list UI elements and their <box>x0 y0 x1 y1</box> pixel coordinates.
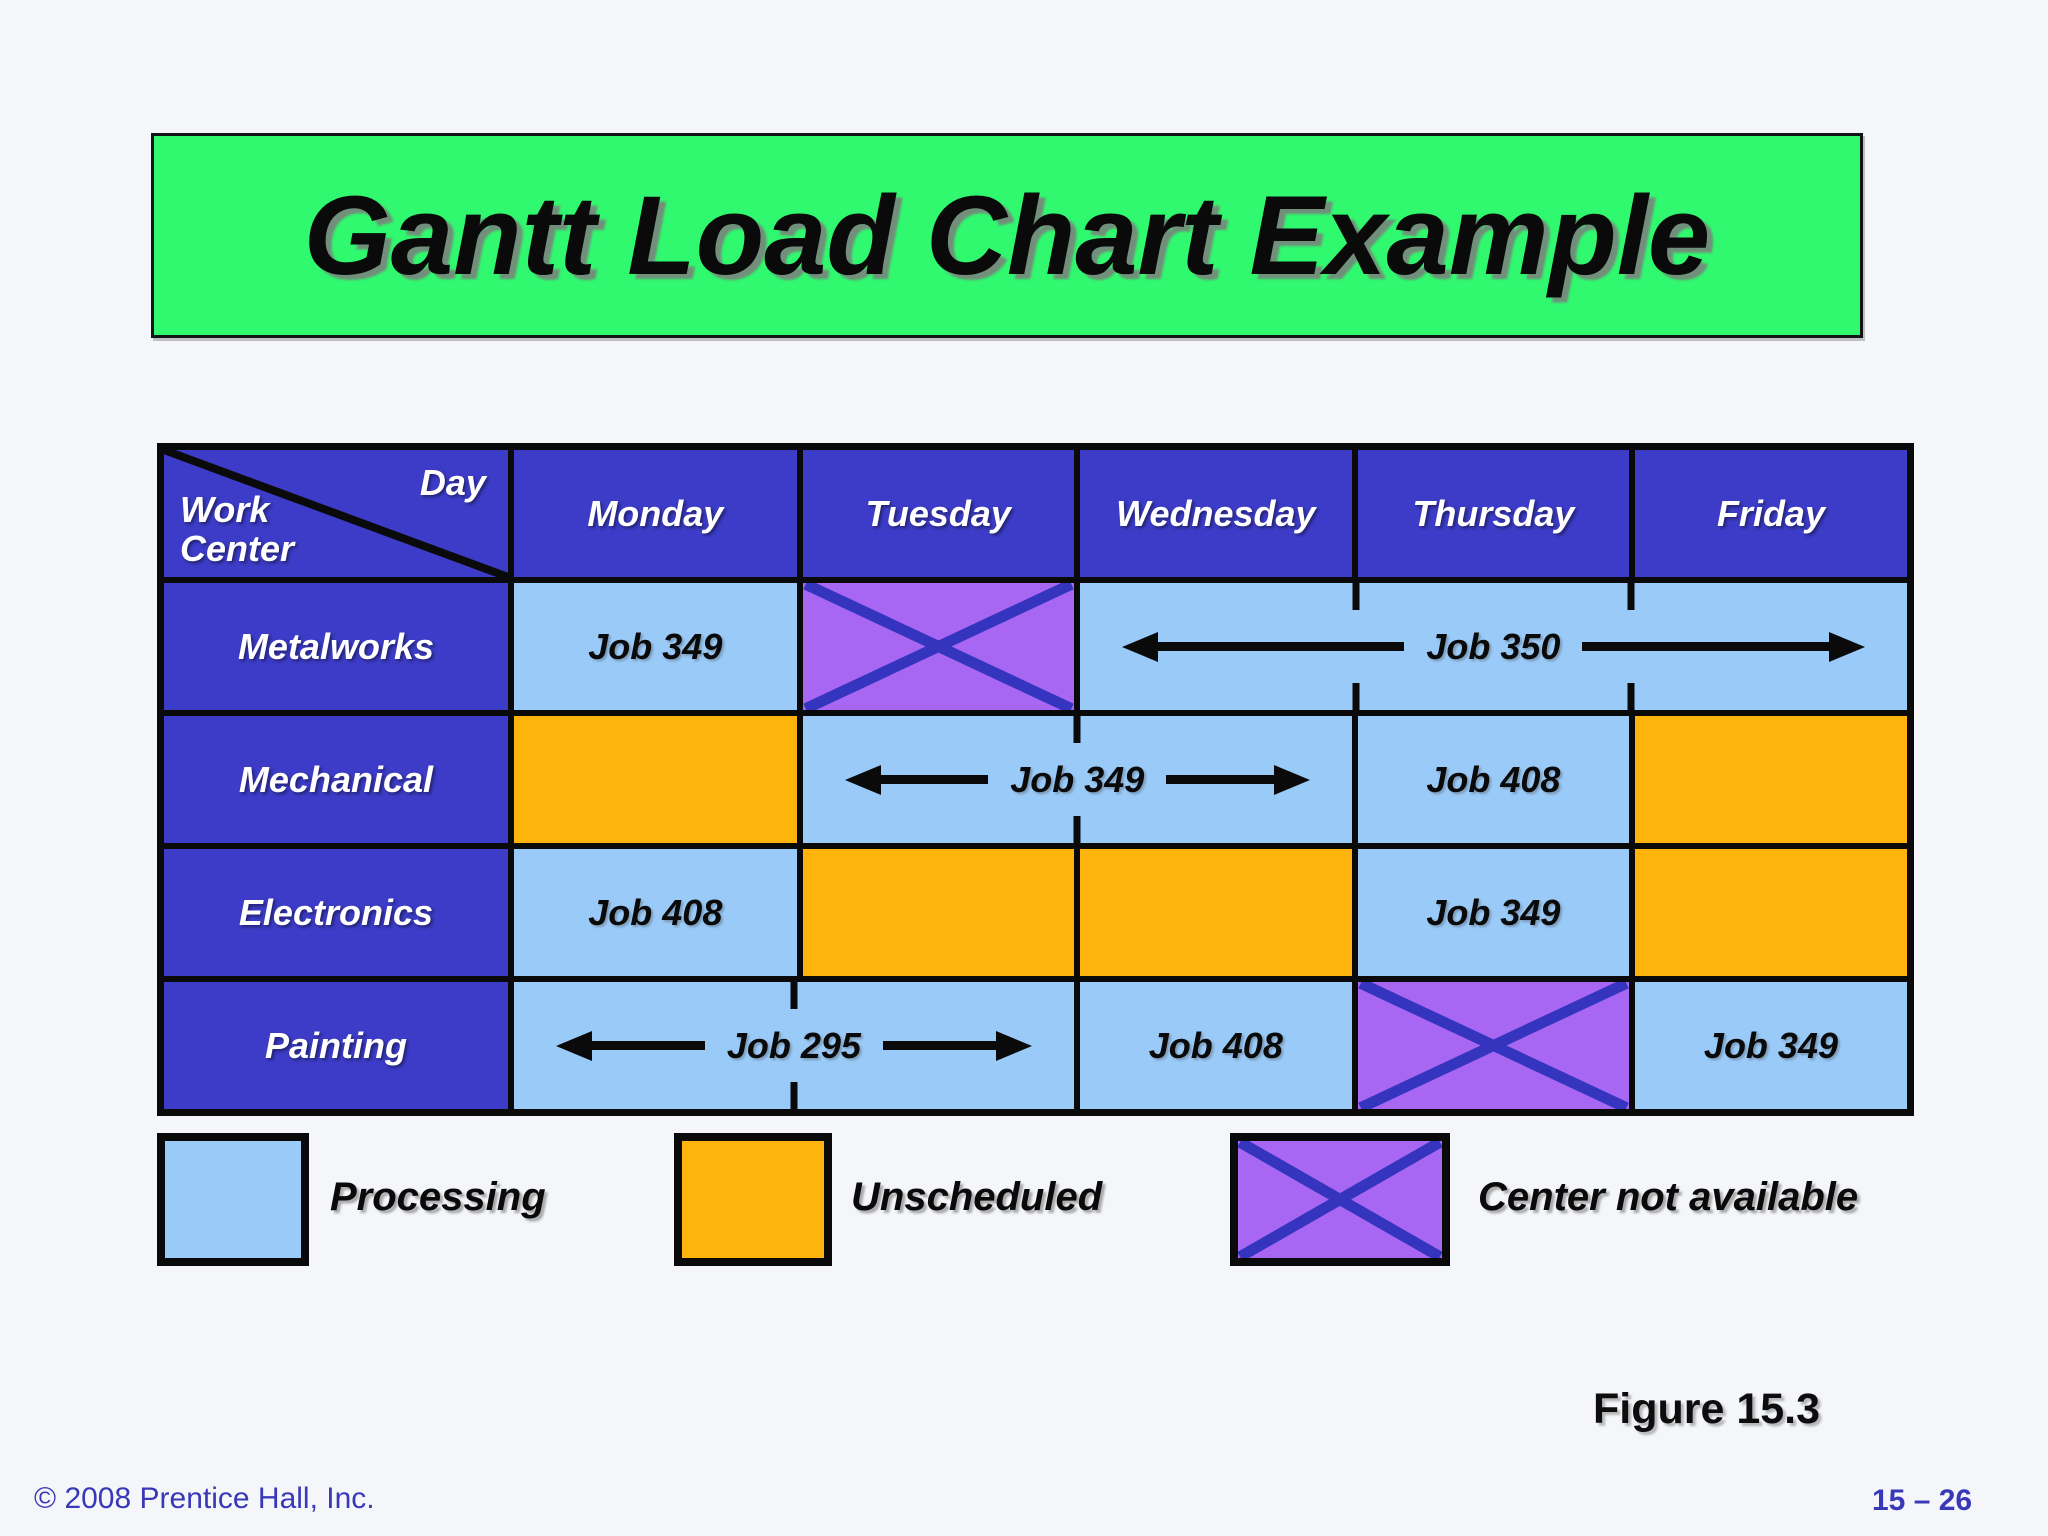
work-center-label: Painting <box>264 1024 407 1066</box>
day-divider-tick <box>1627 683 1635 710</box>
day-header-label: Wednesday <box>1116 492 1316 534</box>
job-label: Job 349 <box>1426 891 1561 933</box>
job-label: Job 408 <box>1426 758 1561 800</box>
arrow-shaft <box>882 1041 996 1050</box>
day-header-thursday: Thursday <box>1357 450 1629 577</box>
job-label: Job 349 <box>1703 1024 1838 1066</box>
cell-electronics-monday: Job 408 <box>513 849 797 976</box>
not-available-x-icon <box>803 583 1074 710</box>
diagonal-divider <box>164 450 508 577</box>
arrow-left <box>555 1030 705 1061</box>
arrow-shaft <box>1166 775 1274 784</box>
cell-painting-wednesday: Job 408 <box>1079 982 1352 1109</box>
work-center-label: Mechanical <box>238 758 434 800</box>
arrow-left <box>844 764 989 795</box>
day-header-wednesday: Wednesday <box>1079 450 1352 577</box>
legend-swatch-not-available <box>1230 1133 1450 1266</box>
day-divider-tick <box>1073 816 1081 843</box>
footer-copyright: © 2008 Prentice Hall, Inc. <box>34 1482 375 1515</box>
arrowhead-left-icon <box>844 764 881 795</box>
legend-swatch-processing <box>157 1133 309 1266</box>
day-divider-tick <box>790 1082 798 1109</box>
arrow-right <box>882 1030 1032 1061</box>
arrowhead-right-icon <box>1829 631 1866 662</box>
not-available-x-icon <box>1238 1141 1442 1258</box>
not-available-x-icon <box>1358 982 1629 1109</box>
day-divider-tick <box>1352 583 1360 610</box>
day-header-label: Monday <box>587 492 724 534</box>
day-divider-tick <box>1073 716 1081 743</box>
day-header-label: Tuesday <box>865 492 1011 534</box>
cell-mechanical-thursday: Job 408 <box>1357 716 1629 843</box>
arrowhead-right-icon <box>995 1030 1032 1061</box>
cell-painting-friday: Job 349 <box>1634 982 1907 1109</box>
cell-mechanical-monday <box>513 716 797 843</box>
legend-label-processing: Processing <box>330 1175 546 1219</box>
arrow-right <box>1166 764 1310 795</box>
corner-day-label: Day <box>419 462 486 503</box>
cell-electronics-wednesday <box>1079 849 1352 976</box>
day-header-tuesday: Tuesday <box>802 450 1074 577</box>
job-label: Job 350 <box>1426 625 1561 667</box>
job-label: Job 349 <box>1010 758 1145 800</box>
corner-work-center-label: Work Center <box>180 489 295 570</box>
job-label: Job 408 <box>1148 1024 1283 1066</box>
page-title: Gantt Load Chart Example <box>303 173 1711 298</box>
legend-swatch-unscheduled <box>674 1133 832 1266</box>
arrowhead-left-icon <box>555 1030 592 1061</box>
cell-electronics-tuesday <box>802 849 1074 976</box>
legend-label-unscheduled: Unscheduled <box>851 1175 1103 1219</box>
cell-painting-monday-tuesday: Job 295 <box>513 982 1074 1109</box>
arrow-shaft <box>1582 642 1830 651</box>
job-label: Job 349 <box>588 625 723 667</box>
arrow-shaft <box>880 775 989 784</box>
arrowhead-right-icon <box>1273 764 1310 795</box>
cell-mechanical-tuesday-wednesday: Job 349 <box>802 716 1352 843</box>
day-header-friday: Friday <box>1634 450 1907 577</box>
work-center-mechanical: Mechanical <box>164 716 508 843</box>
day-header-label: Friday <box>1716 492 1825 534</box>
job-label: Job 295 <box>726 1024 861 1066</box>
arrowhead-left-icon <box>1121 631 1158 662</box>
footer-page-number: 15 – 26 <box>1872 1484 1973 1517</box>
cell-mechanical-friday <box>1634 716 1907 843</box>
work-center-electronics: Electronics <box>164 849 508 976</box>
job-label: Job 408 <box>588 891 723 933</box>
day-divider-tick <box>1352 683 1360 710</box>
day-divider-tick <box>1627 583 1635 610</box>
arrow-shaft <box>1157 642 1405 651</box>
arrow-shaft <box>591 1041 705 1050</box>
cell-metalworks-tuesday <box>802 583 1074 710</box>
cell-electronics-friday <box>1634 849 1907 976</box>
work-center-painting: Painting <box>164 982 508 1109</box>
work-center-metalworks: Metalworks <box>164 583 508 710</box>
arrow-left <box>1121 631 1405 662</box>
cell-painting-thursday <box>1357 982 1629 1109</box>
arrow-right <box>1582 631 1866 662</box>
work-center-label: Electronics <box>238 891 434 933</box>
day-header-monday: Monday <box>513 450 797 577</box>
figure-label: Figure 15.3 <box>1593 1385 1821 1433</box>
day-header-label: Thursday <box>1412 492 1575 534</box>
day-divider-tick <box>790 982 798 1009</box>
title-banner: Gantt Load Chart Example <box>151 133 1863 338</box>
cell-electronics-thursday: Job 349 <box>1357 849 1629 976</box>
work-center-label: Metalworks <box>237 625 435 667</box>
legend-label-not-available: Center not available <box>1478 1175 1859 1219</box>
cell-metalworks-wednesday-thursday-friday: Job 350 <box>1079 583 1907 710</box>
cell-metalworks-monday: Job 349 <box>513 583 797 710</box>
